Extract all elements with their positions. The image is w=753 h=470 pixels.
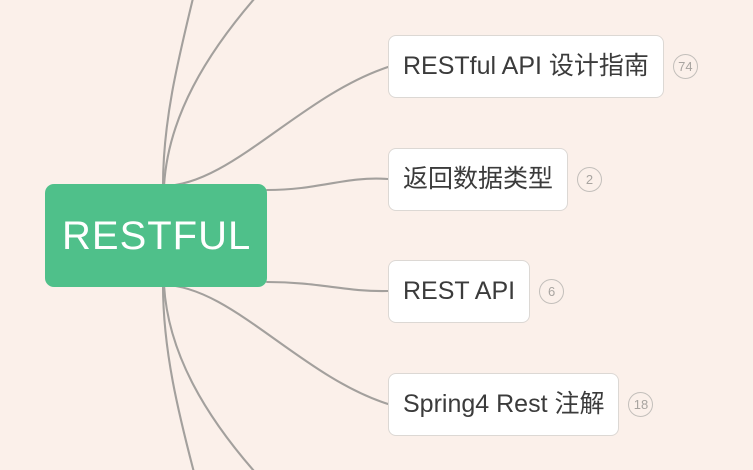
child-node-card[interactable]: Spring4 Rest 注解 — [388, 373, 620, 436]
child-node-badge: 74 — [672, 54, 698, 79]
child-node-label: REST API — [403, 277, 516, 305]
child-node-badge: 18 — [628, 392, 654, 417]
edge-to-child-0 — [161, 65, 390, 188]
edge-to-child-1 — [265, 177, 390, 192]
edge-offscreen-top-1 — [161, 0, 194, 188]
edge-offscreen-bottom-2 — [162, 283, 255, 470]
root-node[interactable]: RESTFUL — [45, 184, 267, 287]
child-node-card[interactable]: 返回数据类型 — [388, 148, 569, 211]
child-node-label: Spring4 Rest 注解 — [403, 390, 605, 418]
child-node-card[interactable]: RESTful API 设计指南 — [388, 35, 664, 98]
root-node-label: RESTFUL — [62, 213, 252, 258]
child-node-badge: 6 — [539, 279, 565, 304]
child-node-3[interactable]: Spring4 Rest 注解 18 — [388, 373, 654, 436]
child-node-label: 返回数据类型 — [403, 165, 554, 193]
child-node-0[interactable]: RESTful API 设计指南 74 — [388, 35, 698, 98]
edge-to-child-3 — [161, 283, 390, 406]
child-node-label: RESTful API 设计指南 — [403, 52, 649, 80]
child-node-badge: 2 — [577, 167, 603, 192]
edge-offscreen-top-2 — [162, 0, 255, 188]
edge-offscreen-bottom-1 — [161, 283, 195, 470]
child-node-1[interactable]: 返回数据类型 2 — [388, 148, 603, 211]
child-node-2[interactable]: REST API 6 — [388, 260, 565, 323]
edge-to-child-2 — [265, 280, 390, 293]
child-node-card[interactable]: REST API — [388, 260, 531, 323]
